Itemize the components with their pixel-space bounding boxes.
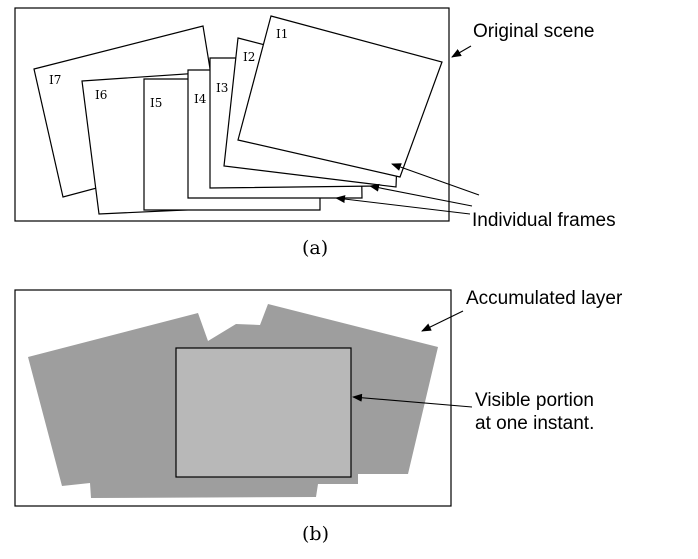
label-visible-portion-line1: Visible portion xyxy=(475,390,594,411)
arrow-accumulated-layer xyxy=(421,310,464,332)
arrow-frame-1 xyxy=(391,163,480,196)
label-visible-portion-line2: at one instant. xyxy=(475,413,594,434)
frame-label-i6: I6 xyxy=(95,88,107,102)
caption-b: (b) xyxy=(302,523,329,545)
panel-a: I1 I2 I3 I4 I5 I6 I7 Original scene Indi… xyxy=(14,7,616,259)
frame-label-i4: I4 xyxy=(194,92,207,106)
label-original-scene: Original scene xyxy=(473,21,594,42)
label-accumulated-layer: Accumulated layer xyxy=(466,288,623,309)
arrow-visible-portion xyxy=(352,393,473,408)
frame-label-i3: I3 xyxy=(216,81,228,95)
arrow-frame-3 xyxy=(335,195,471,215)
label-individual-frames: Individual frames xyxy=(472,210,616,231)
visible-portion xyxy=(175,347,352,478)
panel-b: Accumulated layer Visible portion at one… xyxy=(14,288,623,545)
frame-label-i1: I1 xyxy=(276,27,288,41)
arrow-frame-2 xyxy=(369,183,473,207)
frame-label-i5: I5 xyxy=(150,96,162,110)
frame-label-i2: I2 xyxy=(243,50,255,64)
frame-label-i7: I7 xyxy=(49,73,61,87)
arrow-original-scene xyxy=(451,45,472,58)
caption-a: (a) xyxy=(302,237,328,259)
original-scene-box xyxy=(14,7,450,222)
accumulated-scene-box xyxy=(14,289,452,507)
frame-i1 xyxy=(237,15,443,178)
